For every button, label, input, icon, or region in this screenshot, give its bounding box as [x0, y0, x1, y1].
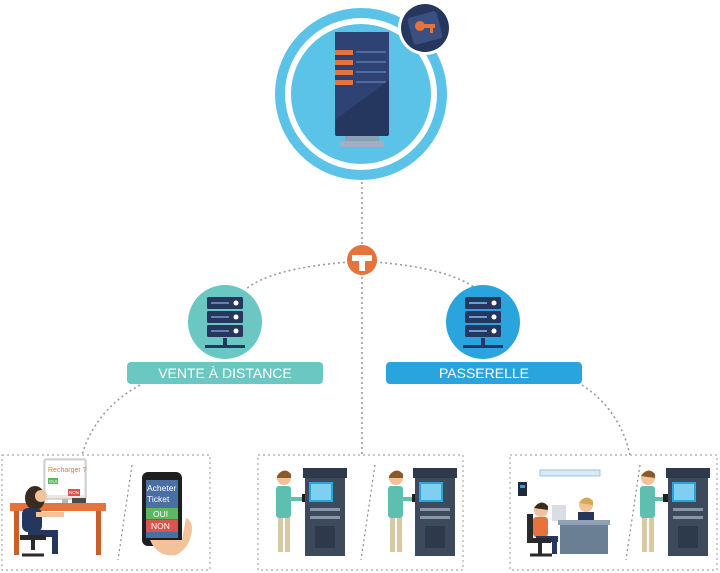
panel-dividers: [117, 464, 641, 561]
hand: [150, 518, 192, 556]
smartphone-illustration: Acheter Ticket OUI NON: [142, 472, 192, 556]
kiosk-illustration-2: [388, 468, 457, 556]
remote-sale-label-box: [127, 362, 323, 384]
server-stack-icon: [463, 297, 503, 348]
remote-sale-label: VENTE À DISTANCE: [158, 365, 292, 381]
key-card-icon: [398, 1, 452, 55]
network-connector-icon: [347, 245, 377, 275]
kiosk-illustration-3: [640, 468, 710, 556]
line-right-to-counter: [581, 384, 631, 456]
desktop-no: NON: [69, 490, 79, 495]
remote-sale-node: VENTE À DISTANCE: [127, 285, 323, 384]
gateway-node: PASSERELLE: [386, 285, 582, 384]
server-rack-icon: [335, 32, 389, 147]
gateway-label-box: [386, 362, 582, 384]
desktop-screen-text: Recharger ?: [48, 467, 87, 474]
server-stack-icon: [205, 297, 245, 348]
phone-line-2: Ticket: [147, 494, 170, 504]
gateway-panel: [509, 454, 718, 571]
kiosk-illustration-1: [276, 468, 347, 556]
line-hub-left-arc: [244, 261, 351, 291]
desk-worker-illustration: Recharger ? OUI NON: [10, 458, 106, 557]
connection-lines: [81, 182, 631, 456]
main-server-node: [275, 1, 452, 180]
line-hub-right-arc: [374, 261, 479, 291]
panel-frames: [1, 454, 718, 571]
phone-no: NON: [151, 521, 170, 531]
phone-yes: OUI: [153, 509, 168, 519]
line-left-to-desk: [81, 384, 141, 456]
phone-line-1: Acheter: [147, 483, 176, 493]
desktop-yes: OUI: [49, 479, 57, 484]
remote-sale-panel: [1, 454, 211, 571]
counter-office-illustration: [518, 469, 610, 557]
gateway-label: PASSERELLE: [439, 365, 529, 381]
